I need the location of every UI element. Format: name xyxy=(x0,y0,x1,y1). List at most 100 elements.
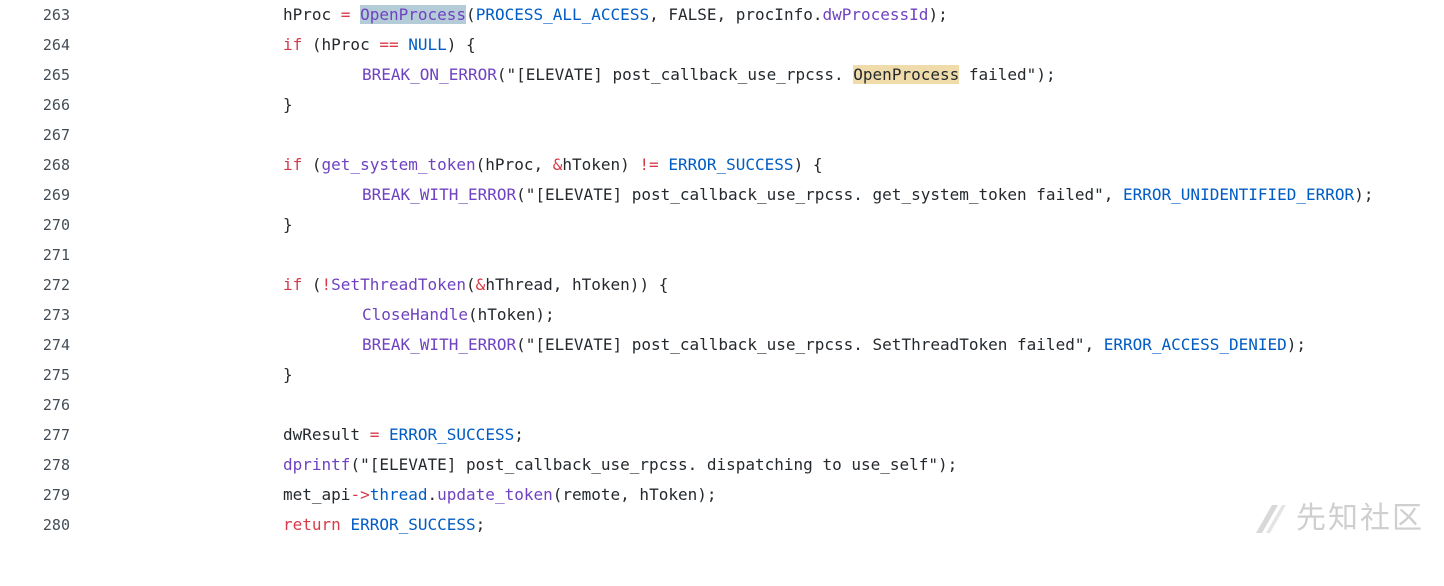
code-text: } xyxy=(283,366,293,384)
line-number: 276 xyxy=(42,396,70,414)
code-token: == xyxy=(379,35,399,54)
code-token: ERROR_UNIDENTIFIED_ERROR xyxy=(1123,185,1355,204)
code-token: dwResult xyxy=(283,425,370,444)
code-token: (hProc xyxy=(302,35,380,54)
code-token xyxy=(379,425,389,444)
line-number: 265 xyxy=(42,66,70,84)
code-token: ) { xyxy=(793,155,823,174)
line-number: 266 xyxy=(42,96,70,114)
xianzhi-logo-icon xyxy=(1256,505,1286,533)
code-token: = xyxy=(331,5,361,24)
code-token: hThread, hToken)) { xyxy=(485,275,669,294)
line-number: 263 xyxy=(42,6,70,24)
code-line-273: 273 CloseHandle(hToken); xyxy=(0,300,1444,330)
line-number: 278 xyxy=(42,456,70,474)
code-token: (hProc, xyxy=(475,155,553,174)
line-number: 279 xyxy=(42,486,70,504)
code-text: dprintf("[ELEVATE] post_callback_use_rpc… xyxy=(283,456,957,474)
code-line-275: 275 } xyxy=(0,360,1444,390)
code-text: if (hProc == NULL) { xyxy=(283,36,476,54)
code-line-279: 279 met_api->thread.update_token(remote,… xyxy=(0,480,1444,510)
line-number: 268 xyxy=(42,156,70,174)
code-token: PROCESS_ALL_ACCESS xyxy=(475,5,650,24)
line-number: 277 xyxy=(42,426,70,444)
code-token: ( xyxy=(466,275,476,294)
code-token: SetThreadToken xyxy=(331,275,467,294)
code-text: return ERROR_SUCCESS; xyxy=(283,516,485,534)
watermark: 先知社区 xyxy=(1252,501,1424,537)
code-token: return xyxy=(283,515,341,534)
code-token: & xyxy=(552,155,563,174)
code-line-270: 270 } xyxy=(0,210,1444,240)
code-token: BREAK_WITH_ERROR xyxy=(362,185,517,204)
code-token: (remote, hToken); xyxy=(552,485,717,504)
line-number: 273 xyxy=(42,306,70,324)
code-line-272: 272 if (!SetThreadToken(&hThread, hToken… xyxy=(0,270,1444,300)
code-token: ERROR_SUCCESS xyxy=(668,155,794,174)
code-token: hProc xyxy=(283,5,332,24)
code-text: } xyxy=(283,96,293,114)
code-token xyxy=(659,155,669,174)
code-token xyxy=(341,515,351,534)
line-number: 271 xyxy=(42,246,70,264)
code-token: != xyxy=(639,155,659,174)
code-token: failed"); xyxy=(959,65,1056,84)
code-text: BREAK_ON_ERROR("[ELEVATE] post_callback_… xyxy=(362,65,1056,84)
code-token: ( xyxy=(302,155,322,174)
code-token: ERROR_SUCCESS xyxy=(388,425,515,444)
code-line-278: 278 dprintf("[ELEVATE] post_callback_use… xyxy=(0,450,1444,480)
code-token: ; xyxy=(514,425,524,444)
code-token: ( xyxy=(302,275,322,294)
code-line-280: 280 return ERROR_SUCCESS; xyxy=(0,510,1444,540)
code-token: ("[ELEVATE] post_callback_use_rpcss. xyxy=(496,65,854,84)
code-line-277: 277 dwResult = ERROR_SUCCESS; xyxy=(0,420,1444,450)
code-token: = xyxy=(369,425,380,444)
code-text: } xyxy=(283,216,293,234)
code-token: met_api xyxy=(283,485,351,504)
search-match: OpenProcess xyxy=(853,65,960,84)
code-line-267: 267 xyxy=(0,120,1444,150)
code-token: ERROR_ACCESS_DENIED xyxy=(1103,335,1287,354)
code-token: ERROR_SUCCESS xyxy=(350,515,476,534)
code-text: hProc = OpenProcess(PROCESS_ALL_ACCESS, … xyxy=(283,5,948,24)
line-number: 274 xyxy=(42,336,70,354)
code-token: (hToken); xyxy=(467,305,555,324)
code-token: , FALSE, procInfo. xyxy=(649,5,823,24)
code-token: } xyxy=(283,215,293,234)
code-token: ); xyxy=(1286,335,1307,354)
line-number: 275 xyxy=(42,366,70,384)
code-text: BREAK_WITH_ERROR("[ELEVATE] post_callbac… xyxy=(362,186,1373,204)
code-text: if (!SetThreadToken(&hThread, hToken)) { xyxy=(283,276,668,294)
code-token: } xyxy=(283,95,293,114)
code-token: ); xyxy=(928,5,948,24)
line-number: 272 xyxy=(42,276,70,294)
code-line-265: 265 BREAK_ON_ERROR("[ELEVATE] post_callb… xyxy=(0,60,1444,90)
line-number: 267 xyxy=(42,126,70,144)
code-token: ) { xyxy=(446,35,476,54)
code-token: ("[ELEVATE] post_callback_use_rpcss. get… xyxy=(516,185,1123,204)
code-text: BREAK_WITH_ERROR("[ELEVATE] post_callbac… xyxy=(362,336,1306,354)
code-token: if xyxy=(283,275,303,294)
code-token: BREAK_WITH_ERROR xyxy=(362,335,517,354)
code-line-276: 276 xyxy=(0,390,1444,420)
code-line-274: 274 BREAK_WITH_ERROR("[ELEVATE] post_cal… xyxy=(0,330,1444,360)
code-line-271: 271 xyxy=(0,240,1444,270)
watermark-text: 先知社区 xyxy=(1296,501,1424,536)
code-token: -> xyxy=(350,485,370,504)
code-token: ); xyxy=(1354,185,1374,204)
code-token: ( xyxy=(466,5,476,24)
code-token: BREAK_ON_ERROR xyxy=(362,65,497,84)
code-token: . xyxy=(427,485,438,504)
code-token: if xyxy=(283,35,303,54)
code-line-264: 264 if (hProc == NULL) { xyxy=(0,30,1444,60)
code-token xyxy=(399,35,409,54)
code-token: ; xyxy=(475,515,486,534)
code-token: thread xyxy=(369,485,428,504)
line-number: 270 xyxy=(42,216,70,234)
code-token: update_token xyxy=(437,485,553,504)
code-text: CloseHandle(hToken); xyxy=(362,306,555,324)
code-line-266: 266 } xyxy=(0,90,1444,120)
code-token: NULL xyxy=(408,35,447,54)
code-token: ! xyxy=(321,275,332,294)
code-token: hToken) xyxy=(562,155,640,174)
